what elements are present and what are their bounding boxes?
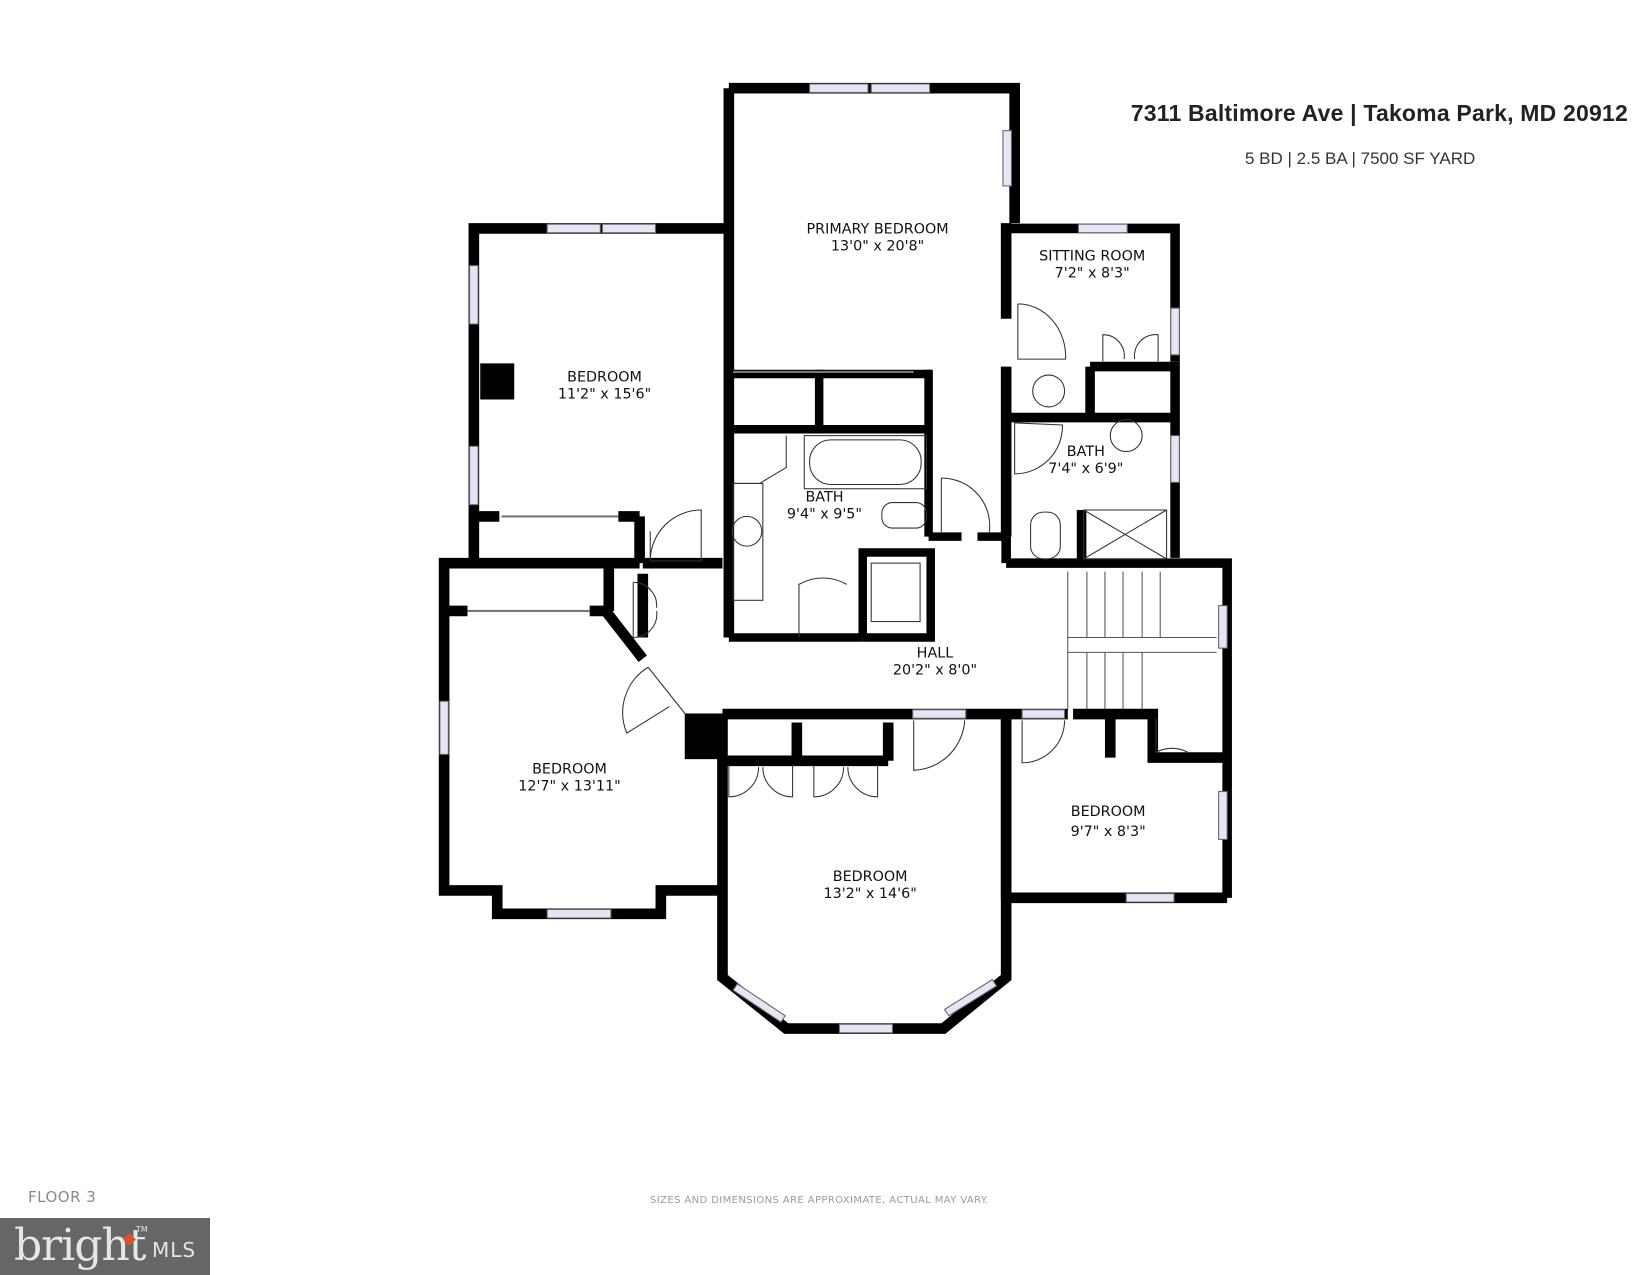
disclaimer-text: SIZES AND DIMENSIONS ARE APPROXIMATE, AC…: [650, 1195, 989, 1206]
room-dims-sitting-room: 7'2" x 8'3": [1055, 265, 1130, 281]
room-name-bedroom-4: BEDROOM: [1071, 804, 1146, 820]
window-icon: [809, 83, 1012, 187]
floor-label: FLOOR 3: [28, 1188, 97, 1206]
logo-trademark: TM: [136, 1225, 148, 1234]
listing-summary: 5 BD | 2.5 BA | 7500 SF YARD: [1245, 149, 1476, 168]
room-dims-bedroom-2: 12'7" x 13'11": [518, 778, 620, 794]
room-name-bath-2: BATH: [1067, 444, 1105, 460]
room-dims-bedroom-1: 11'2" x 15'6": [558, 386, 651, 402]
room-labels: PRIMARY BEDROOM 13'0" x 20'8" SITTING RO…: [518, 222, 1145, 902]
room-dims-primary-bedroom: 13'0" x 20'8": [831, 239, 924, 255]
room-dims-bath-1: 9'4" x 9'5": [787, 506, 862, 522]
room-dims-bedroom-4: 9'7" x 8'3": [1071, 824, 1146, 840]
bright-mls-logo: bright TM MLS: [0, 1218, 210, 1275]
logo-mls-text: MLS: [152, 1238, 197, 1262]
room-dims-bedroom-3: 13'2" x 14'6": [823, 886, 916, 902]
room-name-primary-bedroom: PRIMARY BEDROOM: [807, 222, 949, 238]
room-name-bath-1: BATH: [805, 489, 843, 505]
listing-address-title: 7311 Baltimore Ave | Takoma Park, MD 209…: [1130, 100, 1628, 126]
room-name-hall: HALL: [917, 646, 954, 662]
room-dims-hall: 20'2" x 8'0": [893, 663, 977, 679]
room-name-sitting-room: SITTING ROOM: [1039, 248, 1145, 264]
room-dims-bath-2: 7'4" x 6'9": [1048, 461, 1123, 477]
room-name-bedroom-2: BEDROOM: [532, 761, 607, 777]
room-name-bedroom-3: BEDROOM: [833, 869, 908, 885]
logo-wordmark: bright: [14, 1220, 146, 1271]
room-name-bedroom-1: BEDROOM: [567, 369, 642, 385]
